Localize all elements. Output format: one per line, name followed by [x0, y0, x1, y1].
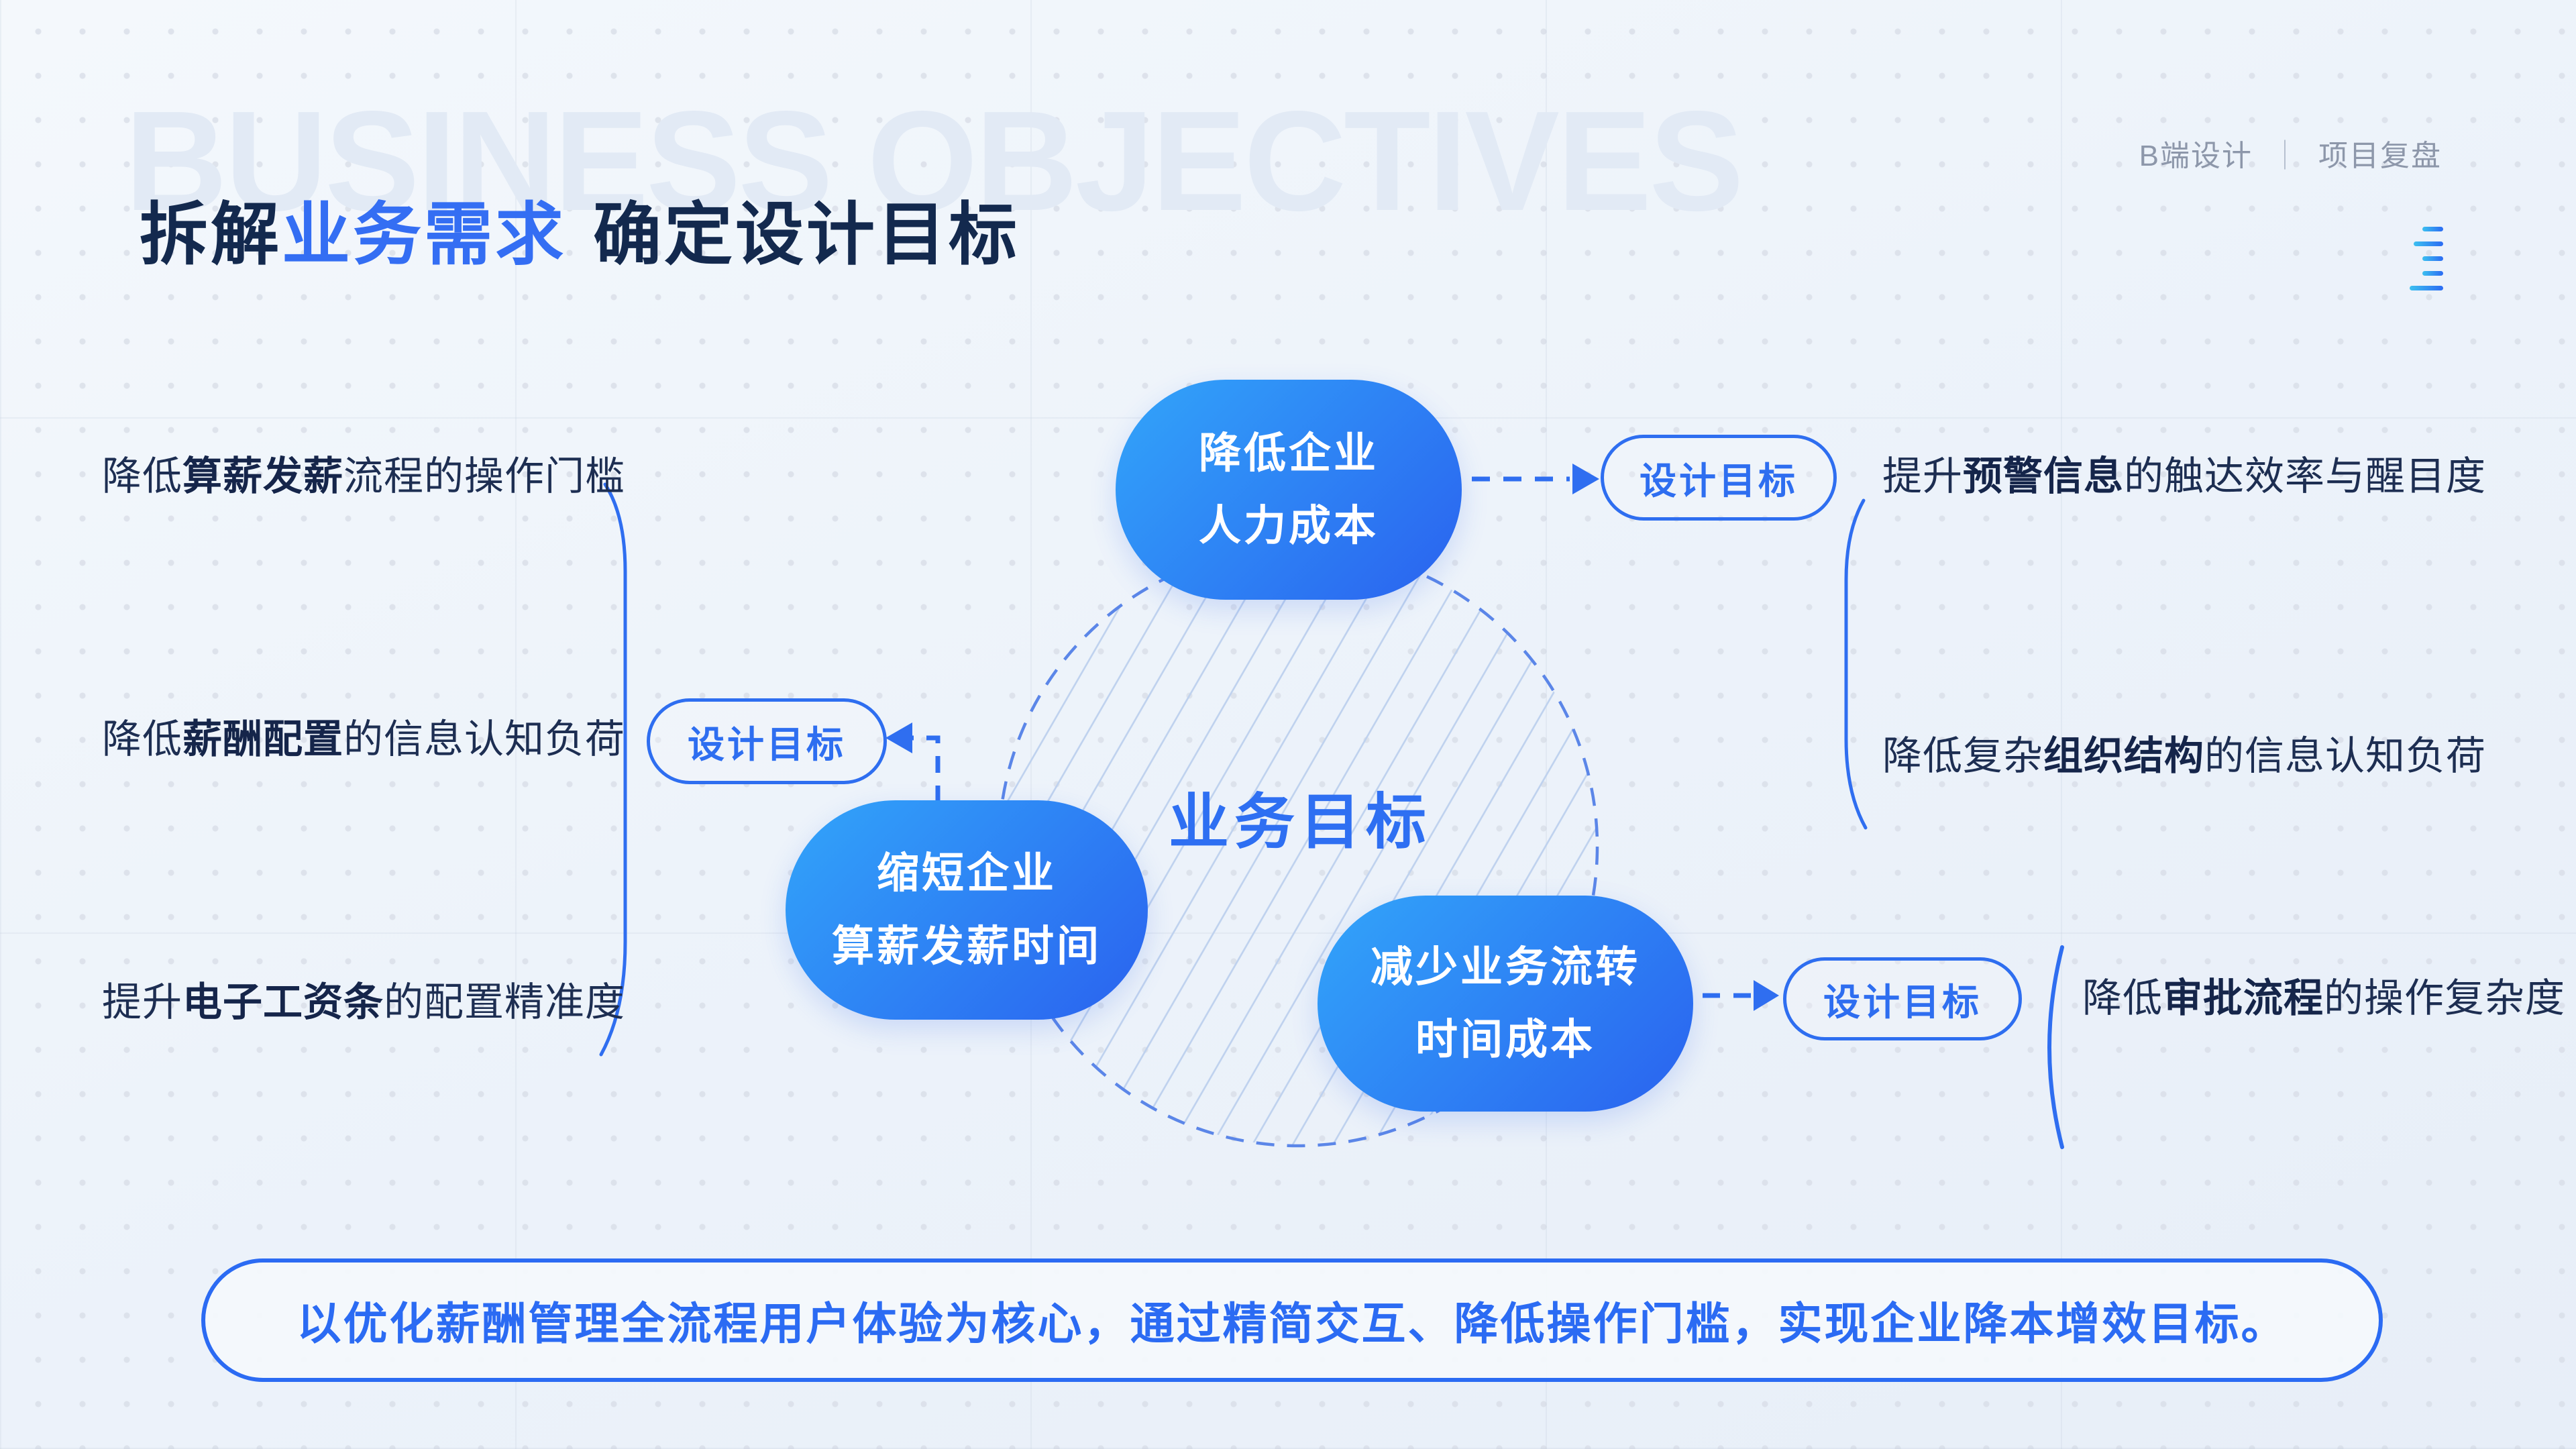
right-bracket	[1844, 498, 1868, 830]
list-lines-icon	[2410, 227, 2443, 291]
arrow-left	[885, 722, 941, 802]
right-item-1: 提升预警信息的触达效率与醒目度	[1882, 448, 2486, 504]
left-item-1: 降低算薪发薪流程的操作门槛	[102, 448, 625, 504]
left-item-1-bold: 算薪发薪	[182, 454, 344, 498]
right-item-2: 降低复杂组织结构的信息认知负荷	[1882, 728, 2486, 784]
right-item-2-prefix: 降低复杂	[1882, 734, 2044, 778]
left-item-3-prefix: 提升	[102, 980, 183, 1024]
design-goal-pill-label: 设计目标	[687, 724, 846, 765]
title-part1: 拆解	[140, 197, 282, 273]
list-line-1	[2422, 227, 2443, 231]
design-goal-pill-label: 设计目标	[1639, 460, 1798, 502]
left-item-1-prefix: 降低	[102, 454, 183, 498]
summary-banner: 以优化薪酬管理全流程用户体验为核心，通过精简交互、降低操作门槛，实现企业降本增效…	[201, 1258, 2383, 1382]
arrow-bottom-right	[1703, 980, 1779, 1011]
left-item-2-suffix: 的信息认知负荷	[343, 717, 626, 761]
design-goal-pill-bottom-right: 设计目标	[1783, 957, 2022, 1040]
bottom-right-bracket	[2047, 945, 2064, 1149]
left-item-2: 降低薪酬配置的信息认知负荷	[102, 711, 625, 767]
left-bracket	[599, 482, 627, 1057]
design-goal-pill-label: 设计目标	[1823, 981, 1982, 1023]
list-line-5	[2410, 286, 2443, 290]
bubble-reduce-flow-time-cost: 减少业务流转 时间成本	[1318, 896, 1693, 1112]
list-line-3	[2422, 256, 2443, 261]
watermark-text: BUSINESS OBJECTIVES	[125, 81, 1744, 240]
bubble-line: 算薪发薪时间	[832, 922, 1102, 970]
left-item-3-suffix: 的配置精准度	[384, 980, 626, 1024]
header-separator: ｜	[2270, 140, 2301, 172]
right-item-1-prefix: 提升	[1882, 454, 1964, 498]
header-tags: B端设计 ｜ 项目复盘	[2139, 131, 2442, 174]
title-highlight: 业务需求	[282, 197, 566, 273]
arrow-top	[1472, 464, 1599, 494]
list-line-4	[2422, 271, 2443, 276]
left-item-3-bold: 电子工资条	[182, 980, 384, 1024]
page-title: 拆解业务需求确定设计目标	[140, 180, 1020, 278]
left-item-1-suffix: 流程的操作门槛	[343, 454, 626, 498]
right-item-2-bold: 组织结构	[2043, 734, 2205, 778]
right-item-3-suffix: 的操作复杂度	[2324, 976, 2566, 1020]
right-item-1-suffix: 的触达效率与醒目度	[2124, 454, 2487, 498]
bubble-reduce-labor-cost: 降低企业 人力成本	[1116, 380, 1462, 600]
bubble-shorten-payroll-time: 缩短企业 算薪发薪时间	[786, 800, 1148, 1020]
design-goal-pill-top: 设计目标	[1601, 435, 1837, 521]
left-item-2-prefix: 降低	[102, 717, 183, 761]
bubble-line: 减少业务流转	[1371, 943, 1640, 991]
left-item-2-bold: 薪酬配置	[182, 717, 344, 761]
right-item-3-bold: 审批流程	[2163, 976, 2324, 1020]
bubble-line: 缩短企业	[877, 850, 1057, 898]
summary-banner-text: 以优化薪酬管理全流程用户体验为核心，通过精简交互、降低操作门槛，实现企业降本增效…	[297, 1299, 2288, 1348]
design-goal-pill-left: 设计目标	[647, 698, 887, 784]
right-item-1-bold: 预警信息	[1963, 454, 2125, 498]
left-item-3: 提升电子工资条的配置精准度	[102, 974, 625, 1030]
right-item-3: 降低审批流程的操作复杂度	[2082, 970, 2565, 1026]
bubble-line: 降低企业	[1199, 429, 1379, 477]
title-part2: 确定设计目标	[593, 197, 1020, 273]
bubble-line: 人力成本	[1199, 502, 1379, 549]
list-line-2	[2414, 241, 2443, 246]
header-tag-right: 项目复盘	[2318, 140, 2442, 172]
header-tag-left: B端设计	[2139, 140, 2253, 172]
business-goal-label: 业务目标	[1169, 789, 1432, 856]
right-item-3-prefix: 降低	[2082, 976, 2163, 1020]
bubble-line: 时间成本	[1415, 1016, 1595, 1063]
right-item-2-suffix: 的信息认知负荷	[2204, 734, 2487, 778]
